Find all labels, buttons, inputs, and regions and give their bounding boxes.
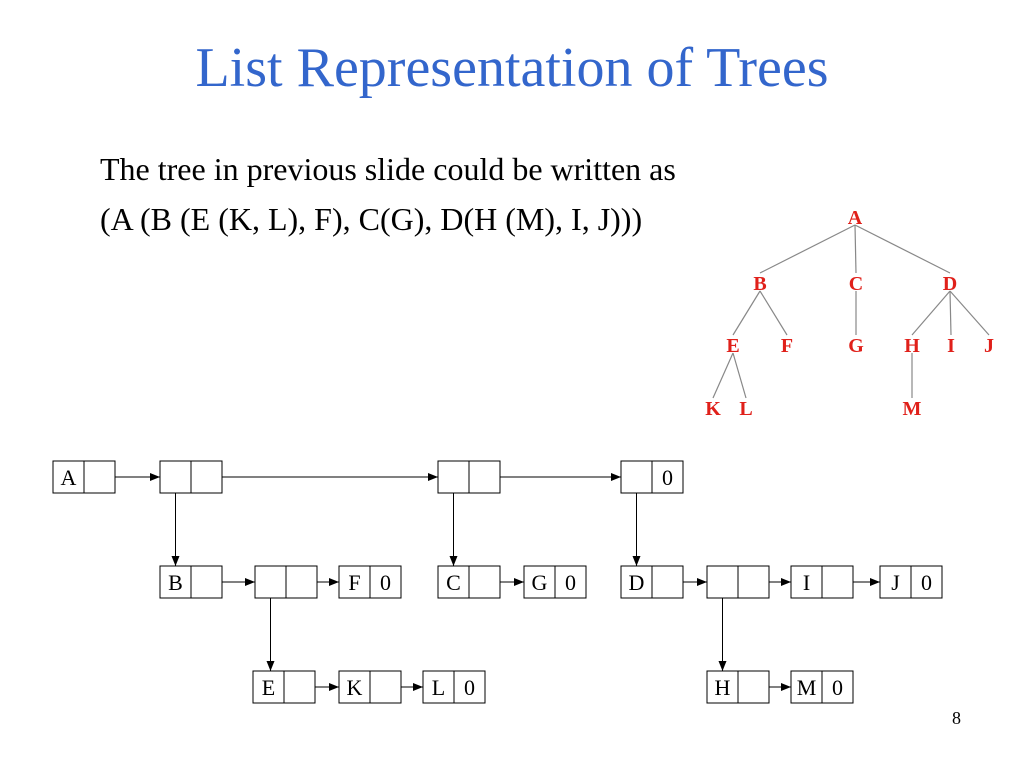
tree-node-D: D [943,273,957,295]
list-node-data-label: E [262,675,275,700]
list-node-data-label: H [715,675,731,700]
list-node-b1 [254,565,318,599]
list-node-data-label: F [348,570,360,595]
tree-node-J: J [984,335,994,357]
list-node-k: K [338,670,402,704]
list-node-data-label: L [432,675,445,700]
list-node-b: B [159,565,223,599]
list-node-r1 [159,460,223,494]
list-node-data-label: J [891,570,900,595]
tree-edge-B-E [732,290,761,336]
tree-node-K: K [705,398,721,420]
tree-edge-E-L [732,352,747,399]
list-node-null-link: 0 [832,675,843,700]
list-node-data-label: G [532,570,548,595]
list-node-data-label: B [168,570,183,595]
list-node-data-label: C [446,570,461,595]
list-node-data-label: K [347,675,363,700]
list-node-data-label: I [803,570,810,595]
list-node-null-link: 0 [380,570,391,595]
list-node-r3: 0 [620,460,684,494]
list-node-data-label: D [629,570,645,595]
list-node-data-label: M [797,675,817,700]
tree-node-A: A [848,207,863,229]
tree-edge-E-K [712,352,734,399]
tree-node-F: F [781,335,793,357]
list-node-r2 [437,460,501,494]
tree-edges [712,224,990,399]
list-node-h: H [706,670,770,704]
list-node-data-label: A [61,465,77,490]
tree-edge-A-D [854,224,951,274]
tree-node-B: B [753,273,766,295]
tree-node-H: H [904,335,920,357]
tree-node-L: L [739,398,752,420]
list-node-d: D [620,565,684,599]
list-node-a: A [52,460,116,494]
list-node-null-link: 0 [565,570,576,595]
tree-edge-A-B [759,224,856,274]
tree-edge-D-H [911,290,951,336]
tree-edge-D-I [949,290,952,336]
slide-number: 8 [952,708,961,728]
body-text-line-1: The tree in previous slide could be writ… [100,151,676,187]
list-node-i: I [790,565,854,599]
tree-node-M: M [903,398,922,420]
tree-edge-A-C [854,224,857,274]
list-node-e: E [252,670,316,704]
tree-node-C: C [849,273,863,295]
tree-node-E: E [726,335,739,357]
list-node-d1 [706,565,770,599]
slide-title: List Representation of Trees [195,37,829,99]
tree-node-G: G [848,335,864,357]
list-node-null-link: 0 [662,465,673,490]
list-node-null-link: 0 [921,570,932,595]
list-node-null-link: 0 [464,675,475,700]
tree-edge-D-J [949,290,990,336]
tree-edge-B-F [759,290,788,336]
list-node-c: C [437,565,501,599]
body-text-line-2: (A (B (E (K, L), F), C(G), D(H (M), I, J… [100,201,643,237]
tree-node-I: I [947,335,955,357]
